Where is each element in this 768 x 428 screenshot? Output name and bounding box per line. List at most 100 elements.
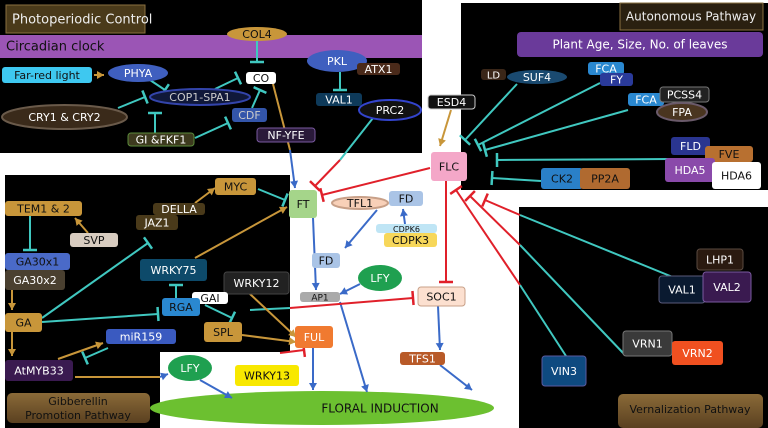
arrow-head [8,303,16,310]
node-pkl: PKL [307,50,367,72]
node-label: AP1 [311,294,328,304]
gibberellin-label-box [7,393,150,423]
inhibition-bar [309,180,321,192]
inhibition-bar [281,193,289,207]
node-label: FVE [719,148,740,161]
node-pcss4: PCSS4 [659,86,710,103]
node-ful: FUL [295,326,333,348]
inhibition-bar [81,351,89,365]
inhibition-edge [469,195,521,246]
node-prc2: PRC2 [358,99,422,121]
node-atx1: ATX1 [357,63,400,76]
node-label: Far-red light [14,69,80,82]
node-co: CO [246,72,276,85]
node-gai: GAI [192,292,228,305]
node-label: PHYA [124,67,153,80]
node-wrky12: WRKY12 [223,271,290,295]
node-vin3: VIN3 [541,355,587,387]
node-label: VAL2 [713,281,740,294]
node-rga: RGA [162,298,200,316]
node-val1-top: VAL1 [316,93,362,107]
inhibition-edge [257,188,286,201]
gibberellin-label-line2: Promotion Pathway [25,409,131,422]
node-label: PRC2 [376,104,404,117]
circadian-clock-band [0,35,422,58]
node-label: PCSS4 [667,89,702,102]
arrow-head [160,372,168,381]
inhibition-bar [156,306,160,322]
inhibition-bar [223,116,233,130]
inhibition-bar [411,290,415,306]
arrow-head [311,282,320,290]
activation-edge [194,206,288,259]
node-tfl1: TFL1 [331,196,389,210]
inhibition-edge [41,313,159,323]
connector-edge [519,214,681,281]
inhibition-edge [214,77,239,90]
inhibition-edge [321,167,431,196]
node-label: TEM1 & 2 [16,203,70,216]
photoperiodic-label: Photoperiodic Control [12,13,152,28]
node-fd1: FD [389,191,423,206]
inhibition-edge [117,96,146,109]
inhibition-edge [149,79,166,91]
node-cdpk6: CDPK6 [376,224,437,234]
inhibition-bar [490,170,494,186]
node-label: FUL [304,331,325,344]
arrow-head [438,138,446,146]
vernalization-label-box [618,394,763,428]
node-label: AtMYB33 [14,365,63,378]
vernalization-label: Vernalization Pathway [629,403,751,416]
node-esd4: ESD4 [427,94,476,110]
node-label: DELLA [161,203,197,216]
inhibition-bar [142,236,154,250]
connector-edge [519,244,626,356]
inhibition-bar [141,90,149,104]
node-label: SVP [83,234,105,247]
node-far-red: Far-red light [2,67,92,83]
node-label: PP2A [591,173,619,186]
gibberellin-label-line1: Gibberellin [48,395,108,408]
node-label: VRN1 [632,338,662,351]
node-label: SPL [213,326,234,339]
node-label: WRKY12 [233,277,279,290]
inhibition-bar [481,142,489,158]
node-label: FD [319,255,334,268]
inhibition-bar [449,185,463,195]
activation-edge [57,342,104,360]
inhibition-bar [481,193,489,207]
node-mir159: miR159 [106,329,176,344]
arrow-head [278,206,287,214]
inhibition-edge [496,158,671,161]
activation-edge [241,334,297,343]
inhibition-edge [477,82,601,146]
node-label: ATX1 [365,63,393,76]
node-hda6: HDA6 [712,162,761,189]
node-label: FD [399,193,414,206]
arrow-head [399,209,408,217]
node-vrn1: VRN1 [622,330,673,357]
node-fca1: FCA [588,62,624,76]
inhibition-edge [484,109,629,151]
node-fpa: FPA [656,102,708,122]
node-cry: CRY1 & CRY2 [1,104,128,130]
node-svp: SVP [70,233,118,247]
activation-edge [339,301,368,393]
node-label: PKL [327,55,348,68]
autonomous-label: Autonomous Pathway [626,10,756,24]
node-label: LFY [370,272,389,285]
node-label: CK2 [551,173,573,186]
node-label: LFY [180,362,199,375]
arrow-head [75,218,83,226]
connector-edge [339,117,374,161]
node-label: WRKY75 [150,264,196,277]
node-ft: FT [289,190,317,218]
node-spl: SPL [204,322,242,342]
node-label: FPA [672,106,692,119]
node-label: TFL1 [346,197,373,210]
node-label: LD [487,71,501,82]
node-label: GA [15,317,32,330]
node-ga30x1: GA30x1 [5,253,70,270]
node-label: RGA [169,301,193,314]
node-myc: MYC [215,178,256,195]
